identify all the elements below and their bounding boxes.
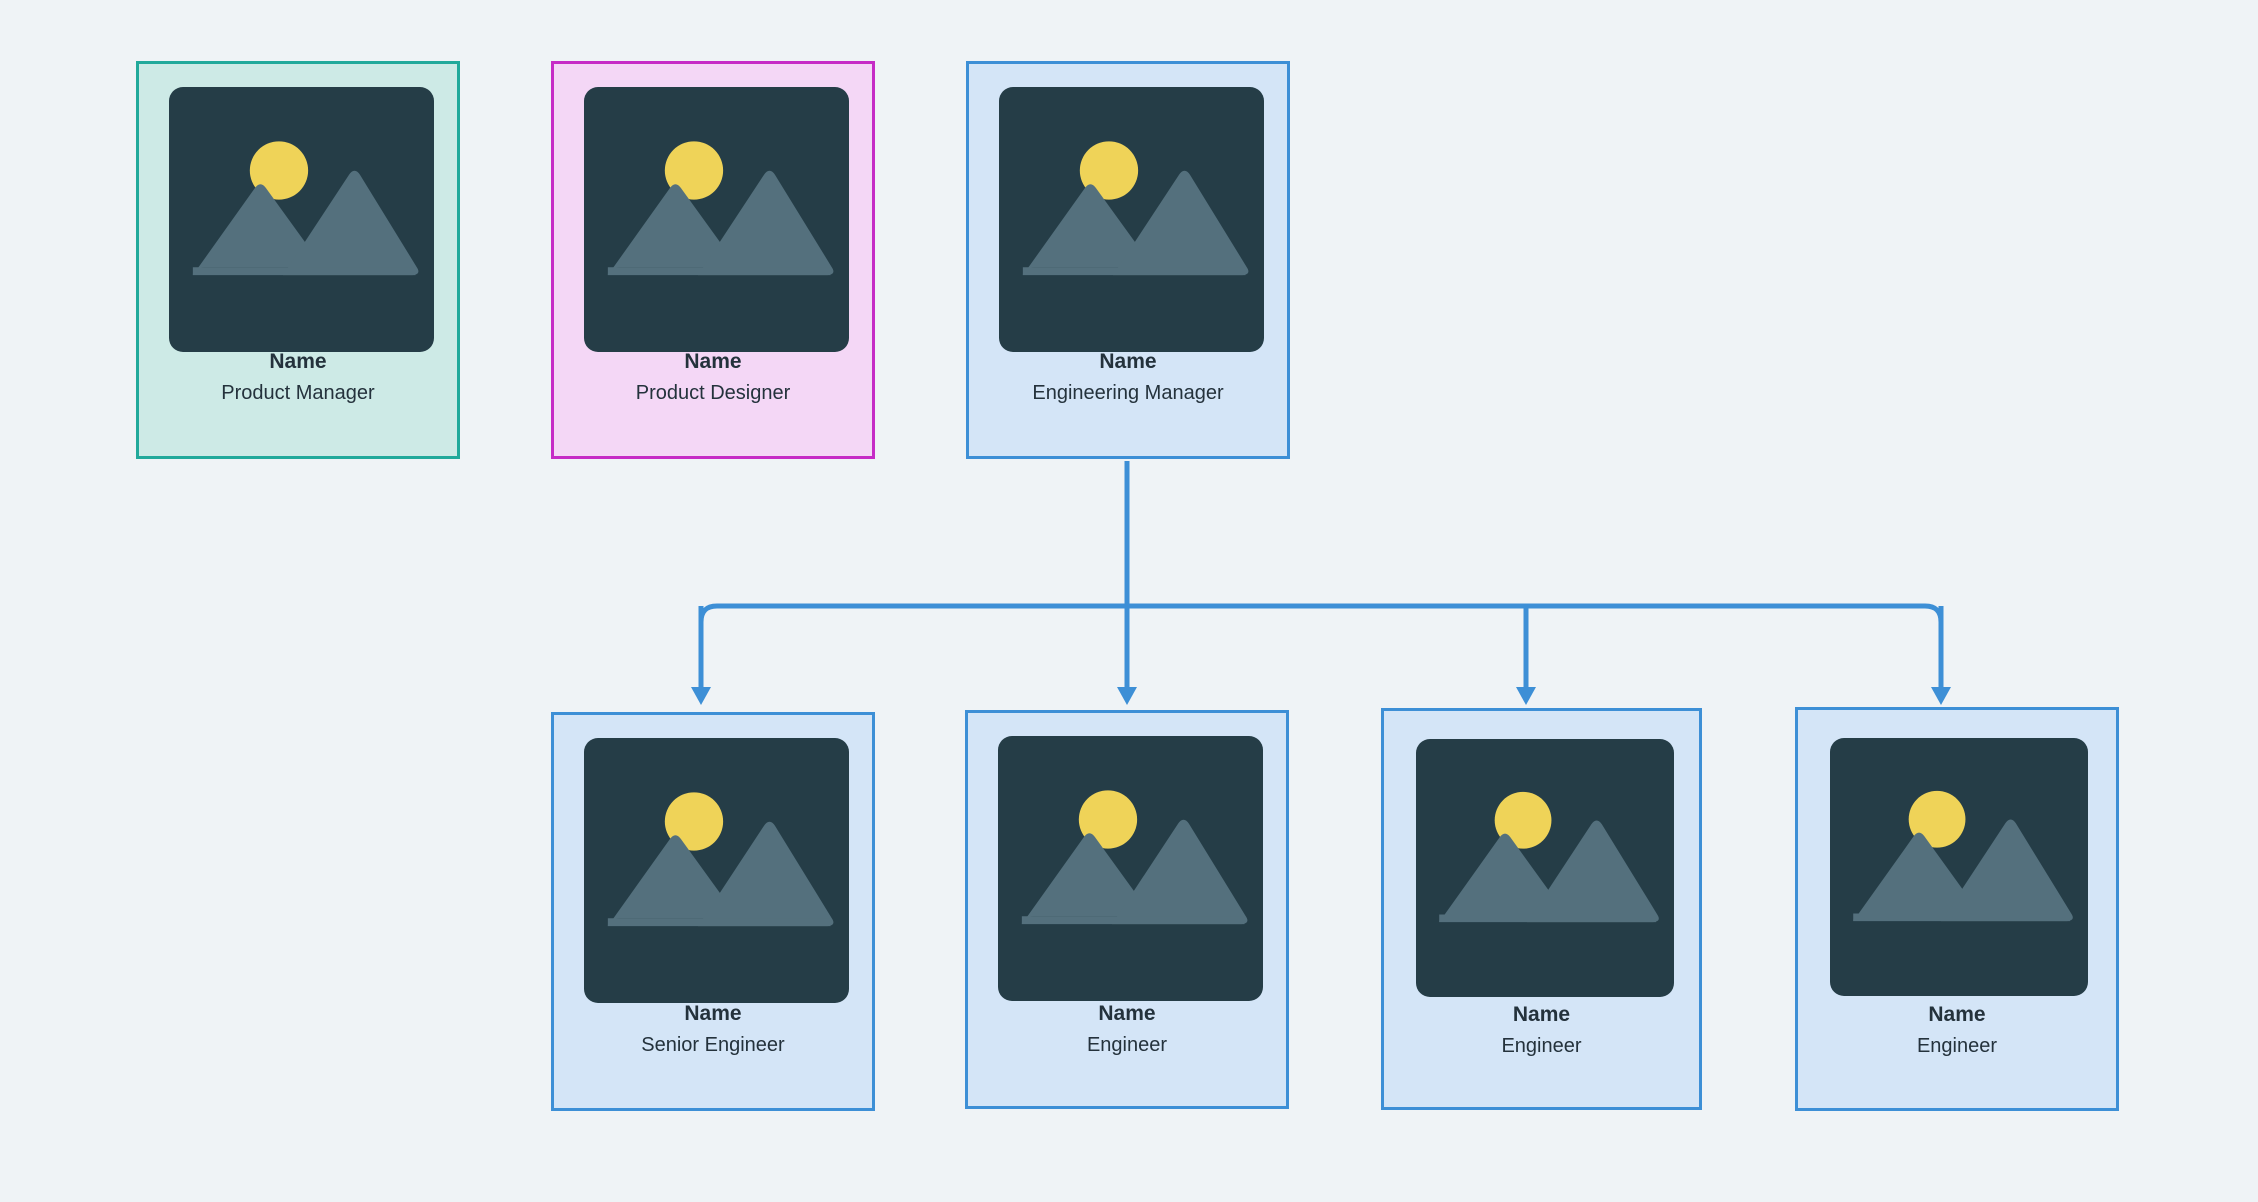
person-photo-placeholder xyxy=(169,87,434,352)
person-photo-placeholder xyxy=(1830,738,2088,996)
person-photo-placeholder xyxy=(584,87,849,352)
connector-arrowhead-4 xyxy=(1931,687,1951,705)
person-photo-placeholder xyxy=(584,738,849,1003)
person-title: Senior Engineer xyxy=(641,1034,785,1056)
connector-arrowhead-1 xyxy=(691,687,711,705)
person-title: Engineering Manager xyxy=(1032,382,1224,404)
person-photo-placeholder xyxy=(998,736,1263,1001)
person-title: Engineer xyxy=(1501,1035,1582,1057)
person-name: Name xyxy=(1512,1003,1571,1026)
person-photo-placeholder xyxy=(999,87,1264,352)
person-name: Name xyxy=(684,1002,742,1025)
person-name: Name xyxy=(1099,350,1157,373)
image-placeholder-icon xyxy=(584,87,849,352)
image-placeholder-icon xyxy=(1416,739,1674,997)
person-title: Product Manager xyxy=(221,382,375,404)
connector-bus xyxy=(698,603,1944,646)
person-title: Product Designer xyxy=(635,382,791,404)
person-name: Name xyxy=(269,350,327,373)
image-placeholder-icon xyxy=(1830,738,2088,996)
person-name: Name xyxy=(684,350,742,373)
image-placeholder-icon xyxy=(169,87,434,352)
person-name: Name xyxy=(1928,1003,1986,1026)
connector-arrowhead-3 xyxy=(1516,687,1536,705)
person-title: Engineer xyxy=(1086,1034,1168,1056)
person-title: Engineer xyxy=(1916,1035,1998,1057)
image-placeholder-icon xyxy=(584,738,849,1003)
image-placeholder-icon xyxy=(998,736,1263,1001)
person-name: Name xyxy=(1098,1002,1156,1025)
image-placeholder-icon xyxy=(999,87,1264,352)
person-photo-placeholder xyxy=(1416,739,1674,997)
connector-arrowhead-2 xyxy=(1117,687,1137,705)
